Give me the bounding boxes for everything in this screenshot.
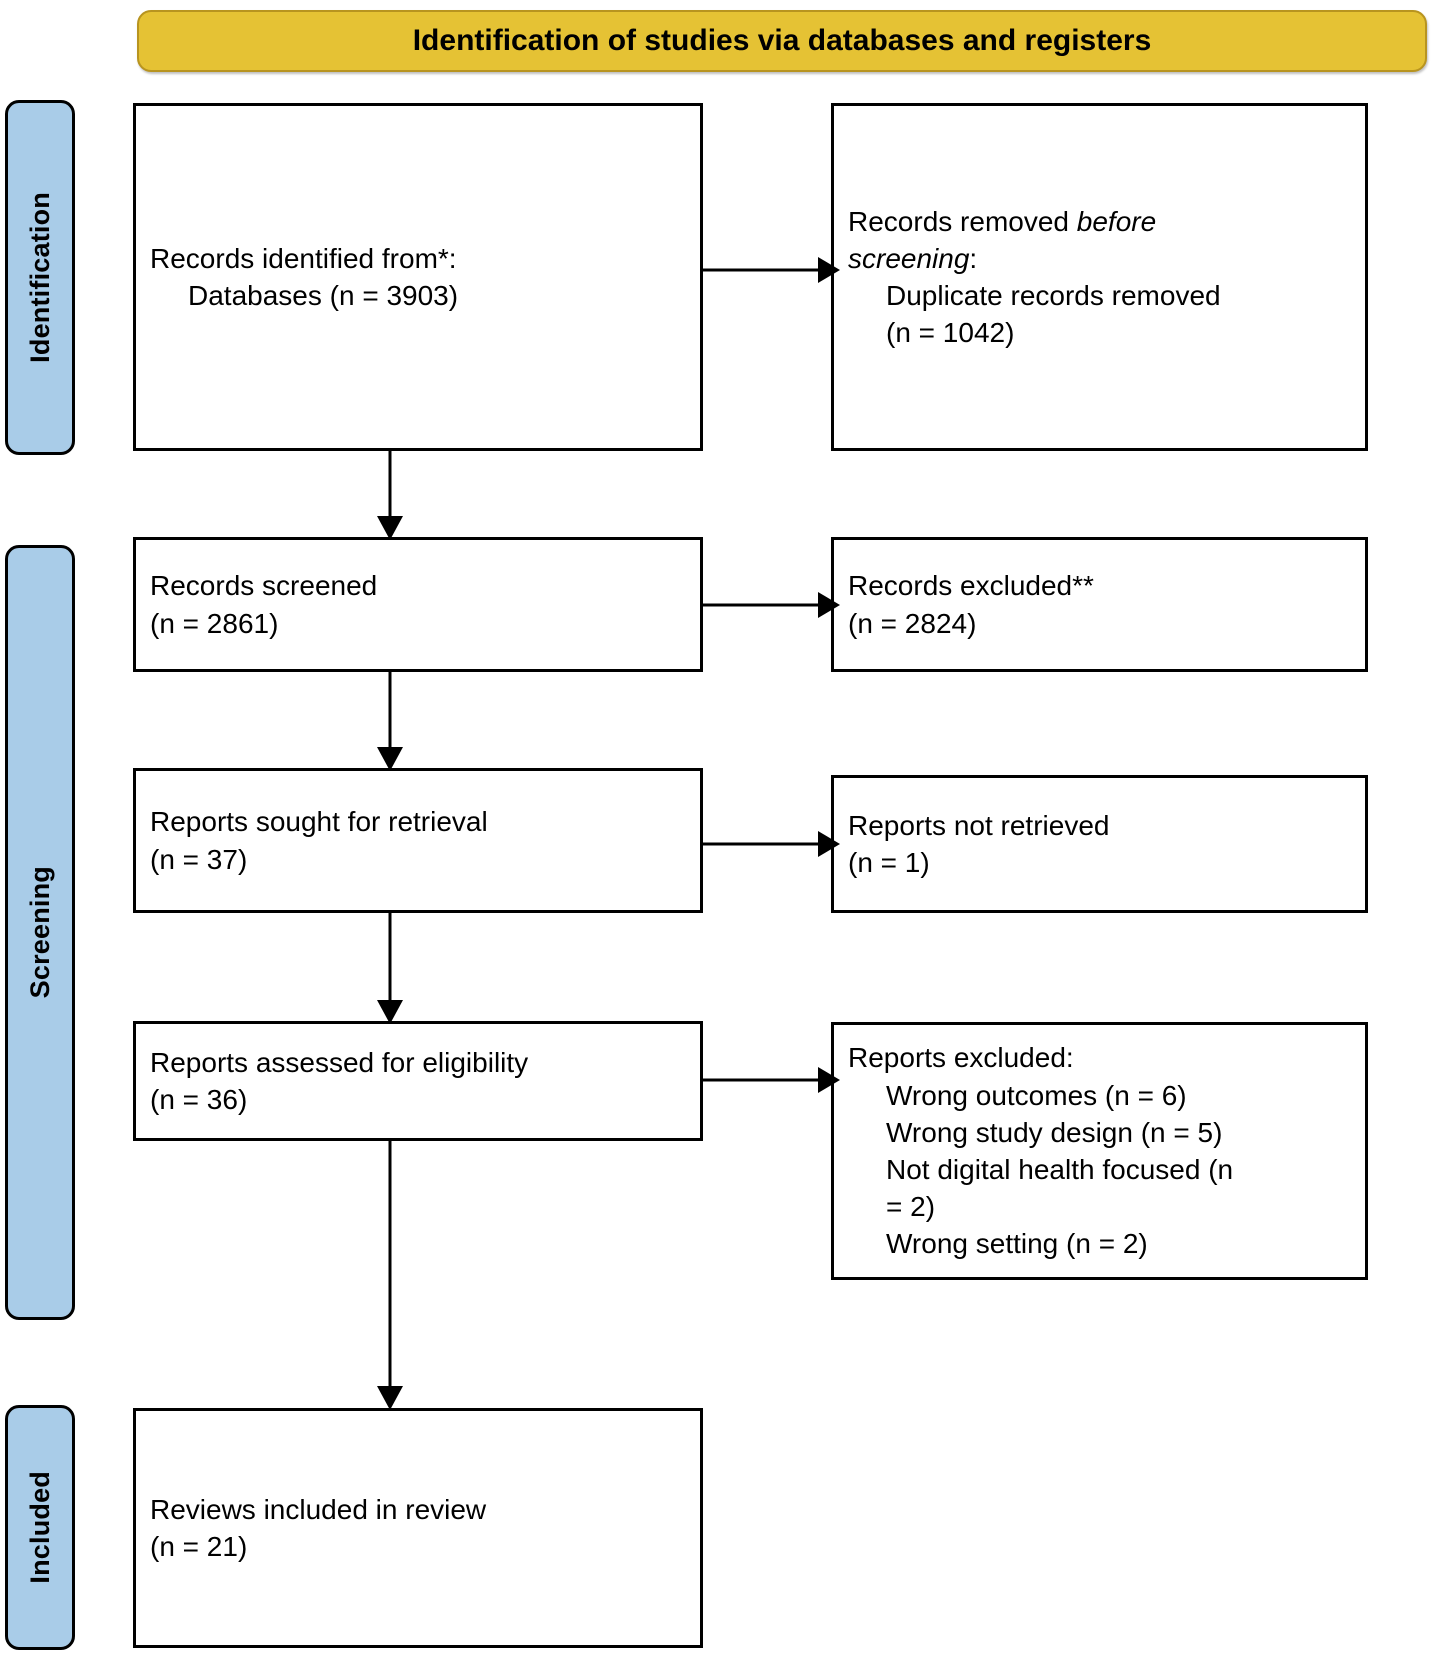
- box-records-screened: Records screened (n = 2861): [133, 537, 703, 672]
- arrow-screened-to-excluded: [700, 589, 840, 621]
- records-excluded-line-2: (n = 2824): [848, 607, 977, 639]
- box-records-identified-text: Records identified from*: Databases (n =…: [136, 240, 700, 314]
- stage-label-screening-text: Screening: [24, 866, 55, 999]
- box-records-excluded: Records excluded** (n = 2824): [831, 537, 1368, 672]
- reports-excluded-line-1: Reports excluded:: [848, 1042, 1074, 1074]
- arrow-identified-to-screened: [372, 450, 408, 540]
- box-reports-assessed-for-eligibility: Reports assessed for eligibility (n = 36…: [133, 1021, 703, 1141]
- reports-excluded-line-5: = 2): [886, 1191, 936, 1223]
- identification-banner: Identification of studies via databases …: [137, 10, 1427, 72]
- reviews-included-line-2: (n = 21): [150, 1531, 248, 1562]
- stage-label-included: Included: [5, 1405, 75, 1650]
- arrow-identified-to-removed: [700, 254, 840, 286]
- reports-excluded-line-4: Not digital health focused (n: [886, 1154, 1234, 1185]
- records-removed-line-2-emphasis: screening: [848, 242, 970, 274]
- arrow-assessed-to-included: [372, 1140, 408, 1410]
- arrow-sought-to-not-retrieved: [700, 828, 840, 860]
- box-reviews-included-text: Reviews included in review (n = 21): [136, 1491, 700, 1565]
- box-reports-not-retrieved-text: Reports not retrieved (n = 1): [834, 807, 1365, 881]
- box-reports-excluded-text: Reports excluded: Wrong outcomes (n = 6)…: [834, 1039, 1365, 1262]
- box-reports-assessed-text: Reports assessed for eligibility (n = 36…: [136, 1044, 700, 1118]
- reports-sought-line-2: (n = 37): [150, 843, 248, 875]
- records-identified-line-1: Records identified from*:: [150, 242, 457, 274]
- records-screened-line-1: Records screened: [150, 570, 378, 602]
- reports-assessed-line-2: (n = 36): [150, 1084, 248, 1115]
- arrow-assessed-to-reports-excluded: [700, 1064, 840, 1096]
- records-removed-line-3: Duplicate records removed: [886, 280, 1221, 311]
- reports-not-retrieved-line-1: Reports not retrieved: [848, 809, 1110, 841]
- identification-banner-label: Identification of studies via databases …: [412, 24, 1152, 57]
- box-reviews-included-in-review: Reviews included in review (n = 21): [133, 1408, 703, 1648]
- records-excluded-line-1: Records excluded**: [848, 570, 1094, 602]
- reports-excluded-line-6: Wrong setting (n = 2): [886, 1228, 1148, 1260]
- reports-excluded-line-3: Wrong study design (n = 5): [886, 1116, 1223, 1148]
- box-records-removed-before-screening: Records removed before screening: Duplic…: [831, 103, 1368, 451]
- records-removed-line-4: (n = 1042): [886, 317, 1015, 349]
- reports-not-retrieved-line-2: (n = 1): [848, 847, 930, 878]
- records-identified-line-2: Databases (n = 3903): [188, 280, 459, 311]
- box-reports-sought-text: Reports sought for retrieval (n = 37): [136, 803, 700, 877]
- reports-assessed-line-1: Reports assessed for eligibility: [150, 1046, 529, 1078]
- box-reports-sought-for-retrieval: Reports sought for retrieval (n = 37): [133, 768, 703, 913]
- records-screened-line-2: (n = 2861): [150, 607, 279, 639]
- stage-label-screening: Screening: [5, 545, 75, 1320]
- arrow-screened-to-sought: [372, 671, 408, 771]
- records-removed-line-1-emphasis: before: [1076, 205, 1157, 237]
- stage-label-included-text: Included: [24, 1471, 55, 1584]
- records-removed-line-2-post: :: [969, 242, 978, 274]
- records-removed-line-1-pre: Records removed: [848, 205, 1077, 237]
- box-records-identified: Records identified from*: Databases (n =…: [133, 103, 703, 451]
- box-records-excluded-text: Records excluded** (n = 2824): [834, 567, 1365, 641]
- box-records-removed-text: Records removed before screening: Duplic…: [834, 203, 1365, 352]
- records-removed-line-2: screening:: [848, 240, 1351, 277]
- stage-label-identification: Identification: [5, 100, 75, 455]
- box-reports-not-retrieved: Reports not retrieved (n = 1): [831, 775, 1368, 913]
- reports-excluded-line-2: Wrong outcomes (n = 6): [886, 1079, 1187, 1111]
- reports-sought-line-1: Reports sought for retrieval: [150, 806, 488, 838]
- records-removed-line-1: Records removed before: [848, 203, 1351, 240]
- stage-label-identification-text: Identification: [24, 192, 55, 363]
- box-reports-excluded: Reports excluded: Wrong outcomes (n = 6)…: [831, 1022, 1368, 1280]
- box-records-screened-text: Records screened (n = 2861): [136, 567, 700, 641]
- reviews-included-line-1: Reviews included in review: [150, 1493, 487, 1525]
- arrow-sought-to-assessed: [372, 912, 408, 1024]
